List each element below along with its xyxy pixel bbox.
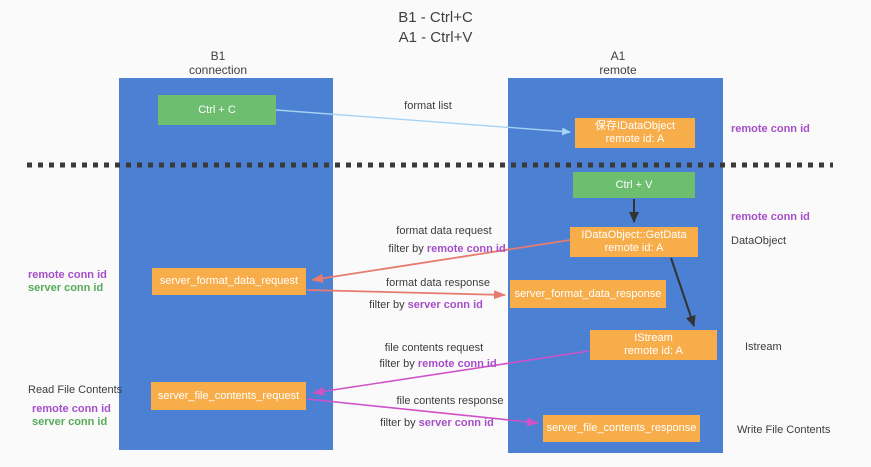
- label-filter-by-remote-1: filter by remote conn id: [388, 243, 505, 255]
- label-filter-by-server-2: filter by server conn id: [380, 417, 494, 429]
- lifeline-a1-subtitle: remote: [599, 63, 637, 77]
- node-server-file-contents-response-label: server_file_contents_response: [546, 422, 697, 434]
- server-conn-id-text: server conn id: [28, 282, 104, 294]
- server-conn-id-text: server conn id: [418, 417, 494, 429]
- node-server-format-data-response-label: server_format_data_response: [514, 287, 662, 300]
- annotation-read-file-contents: Read File Contents: [28, 384, 123, 396]
- format-data-response-arrow: [306, 289, 506, 300]
- node-ctrl-c-label: Ctrl + C: [198, 103, 236, 116]
- label-file-contents-response: file contents response: [396, 395, 504, 407]
- title-line-2: A1 - Ctrl+V: [398, 29, 473, 46]
- node-istream: IStream remote id: A: [590, 330, 717, 360]
- lifeline-a1-title: A1: [610, 49, 626, 63]
- annotation-conn-ids-format: remote conn id server conn id: [28, 269, 107, 295]
- lifeline-b1-title: B1: [210, 49, 226, 63]
- label-format-list: format list: [404, 100, 452, 112]
- remote-conn-id-text: remote conn id: [417, 358, 497, 370]
- lifeline-header-b1: B1 connection: [158, 49, 278, 77]
- label-format-data-request: format data request: [396, 225, 492, 237]
- node-server-format-data-response: server_format_data_response: [510, 280, 666, 308]
- annotation-dataobject: DataObject: [731, 235, 787, 247]
- filter-by-text: filter by: [380, 417, 416, 429]
- remote-conn-id-text: remote conn id: [426, 243, 506, 255]
- node-save-idataobject-line1: 保存IDataObject: [594, 120, 676, 132]
- label-format-data-response: format data response: [386, 277, 490, 289]
- node-idataobject-getdata-line2: remote id: A: [604, 242, 664, 254]
- label-filter-by-server-1: filter by server conn id: [369, 299, 483, 311]
- server-conn-id-text: server conn id: [407, 299, 483, 311]
- diagram-title: B1 - Ctrl+C A1 - Ctrl+V: [0, 8, 871, 48]
- node-istream-line1: IStream: [634, 332, 673, 344]
- server-conn-id-text: server conn id: [32, 416, 108, 428]
- node-istream-line2: remote id: A: [624, 345, 683, 357]
- filter-by-text: filter by: [369, 299, 405, 311]
- node-ctrl-c: Ctrl + C: [158, 95, 276, 125]
- node-ctrl-v-label: Ctrl + V: [615, 178, 653, 191]
- lifeline-header-a1: A1 remote: [558, 49, 678, 77]
- node-idataobject-getdata-line1: IDataObject::GetData: [581, 229, 687, 241]
- remote-conn-id-text: remote conn id: [28, 269, 107, 281]
- node-save-idataobject: 保存IDataObject remote id: A: [575, 118, 695, 148]
- annotation-remote-conn-id-mid: remote conn id: [731, 211, 810, 223]
- node-server-format-data-request-label: server_format_data_request: [159, 275, 299, 287]
- annotation-write-file-contents: Write File Contents: [737, 424, 831, 436]
- node-server-file-contents-request-label: server_file_contents_request: [157, 389, 300, 402]
- annotation-conn-ids-file: remote conn id server conn id: [32, 403, 111, 429]
- lifeline-b1-subtitle: connection: [188, 63, 248, 77]
- label-filter-by-remote-2: filter by remote conn id: [379, 358, 496, 370]
- filter-by-text: filter by: [388, 243, 424, 255]
- label-file-contents-request: file contents request: [384, 342, 484, 354]
- node-server-file-contents-request: server_file_contents_request: [151, 382, 306, 410]
- node-server-format-data-request: server_format_data_request: [152, 268, 306, 295]
- remote-conn-id-text: remote conn id: [32, 403, 111, 415]
- node-save-idataobject-line2: remote id: A: [605, 133, 665, 145]
- node-ctrl-v: Ctrl + V: [573, 172, 695, 198]
- title-line-1: B1 - Ctrl+C: [398, 9, 473, 26]
- annotation-remote-conn-id-top: remote conn id: [731, 123, 810, 135]
- node-server-file-contents-response: server_file_contents_response: [543, 415, 700, 442]
- annotation-istream: Istream: [745, 341, 782, 353]
- node-idataobject-getdata: IDataObject::GetData remote id: A: [570, 227, 698, 257]
- filter-by-text: filter by: [379, 358, 415, 370]
